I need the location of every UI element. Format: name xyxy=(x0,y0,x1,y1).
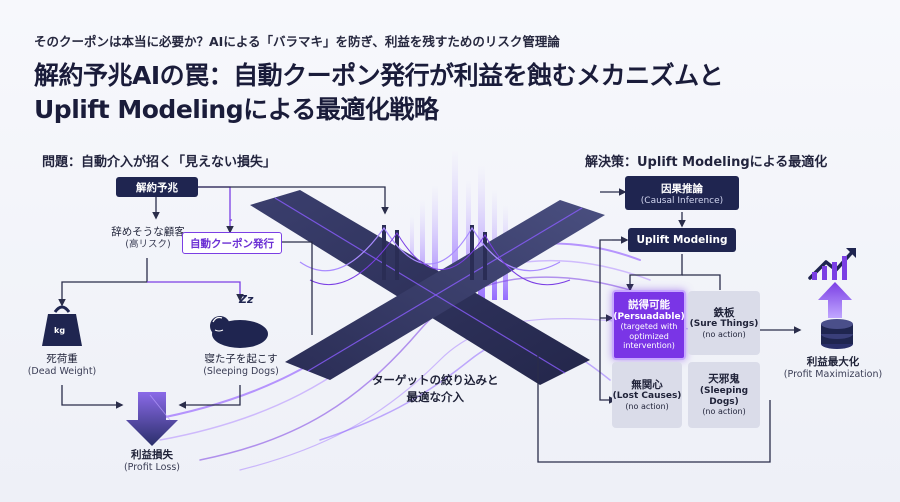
causal-inference-jp: 因果推論 xyxy=(661,182,703,195)
likely-churner-label: 辞めそうな顧客 (高リスク) xyxy=(100,226,196,251)
auto-coupon-box: 自動クーポン発行 xyxy=(182,232,282,254)
supertitle: そのクーポンは本当に必要か？AIによる「バラマキ」を防ぎ、利益を残すためのリスク… xyxy=(34,34,560,49)
profit-loss-en: (Profit Loss) xyxy=(123,462,181,474)
weight-kg-text: kg xyxy=(54,326,66,335)
problem-connectors xyxy=(58,186,389,409)
causal-inference-en: (Causal Inference) xyxy=(640,195,724,206)
growth-chart-icon xyxy=(808,248,856,280)
sleeping-dogs-quad-note: (no action) xyxy=(702,407,746,417)
down-arrow-icon xyxy=(126,392,178,446)
sleeping-dogs-label: 寝た子を起こす (Sleeping Dogs) xyxy=(196,353,286,378)
likely-churner-en: (高リスク) xyxy=(125,239,171,251)
sure-things-note: (no action) xyxy=(702,329,746,339)
quadrant-sleeping-dogs: 天邪鬼 (Sleeping Dogs) (no action) xyxy=(688,362,760,428)
weight-icon xyxy=(42,305,82,346)
persuadable-note-2: optimized xyxy=(629,331,669,341)
lost-causes-jp: 無関心 xyxy=(631,378,663,391)
page-title-line-1: 解約予兆AIの罠：自動クーポン発行が利益を蝕むメカニズムと xyxy=(34,61,724,90)
profit-loss-label: 利益損失 (Profit Loss) xyxy=(110,449,194,474)
profit-max-en: (Profit Maximization) xyxy=(783,369,883,381)
persuadable-note-3: intervention) xyxy=(623,341,675,351)
page-title-line-2: Uplift Modelingによる最適化戦略 xyxy=(34,95,439,124)
sleeping-dog-icon xyxy=(210,316,268,348)
auto-coupon-label: 自動クーポン発行 xyxy=(190,237,274,250)
persuadable-en: (Persuadable) xyxy=(613,311,685,322)
sleeping-dogs-quad-en: (Sleeping Dogs) xyxy=(699,385,749,407)
solution-heading: 解決策：Uplift Modelingによる最適化 xyxy=(585,155,828,170)
sure-things-jp: 鉄板 xyxy=(713,306,735,319)
center-caption: ターゲットの絞り込みと 最適な介入 xyxy=(372,372,499,405)
uplift-modeling-box: Uplift Modeling xyxy=(628,228,736,252)
profit-loss-jp: 利益損失 xyxy=(131,449,173,461)
quadrant-lost-causes: 無関心 (Lost Causes) (no action) xyxy=(612,362,682,428)
churn-signal-label: 解約予兆 xyxy=(136,181,178,194)
sure-things-en: (Sure Things) xyxy=(689,319,759,330)
lost-causes-en: (Lost Causes) xyxy=(612,391,682,402)
profit-max-label: 利益最大化 (Profit Maximization) xyxy=(778,356,888,381)
coin-stack-icon xyxy=(821,319,853,349)
up-arrow-icon xyxy=(818,282,852,318)
zzz-mark: Zz xyxy=(239,293,254,306)
sleeping-dogs-jp: 寝た子を起こす xyxy=(204,353,278,365)
center-caption-line-2: 最適な介入 xyxy=(406,389,465,404)
solution-connectors xyxy=(537,188,802,463)
causal-inference-box: 因果推論 (Causal Inference) xyxy=(625,176,739,210)
lost-causes-note: (no action) xyxy=(625,401,669,411)
profit-max-jp: 利益最大化 xyxy=(806,356,860,368)
likely-churner-jp: 辞めそうな顧客 xyxy=(111,226,185,238)
dead-weight-en: (Dead Weight) xyxy=(27,366,97,378)
center-caption-line-1: ターゲットの絞り込みと xyxy=(372,373,499,387)
persuadable-note-1: (targeted with xyxy=(620,322,678,332)
persuadable-jp: 説得可能 xyxy=(628,298,670,311)
quadrant-persuadable: 説得可能 (Persuadable) (targeted with optimi… xyxy=(612,290,686,360)
quadrant-sure-things: 鉄板 (Sure Things) (no action) xyxy=(688,291,760,355)
sleeping-dogs-quad-jp: 天邪鬼 xyxy=(708,373,740,386)
churn-signal-box: 解約予兆 xyxy=(116,177,198,197)
uplift-modeling-label: Uplift Modeling xyxy=(636,234,728,246)
sleeping-dogs-en: (Sleeping Dogs) xyxy=(203,366,279,378)
bridge-illustration xyxy=(250,190,605,385)
dead-weight-jp: 死荷重 xyxy=(46,353,78,365)
problem-heading: 問題：自動介入が招く「見えない損失」 xyxy=(42,155,277,170)
dead-weight-label: 死荷重 (Dead Weight) xyxy=(20,353,104,378)
